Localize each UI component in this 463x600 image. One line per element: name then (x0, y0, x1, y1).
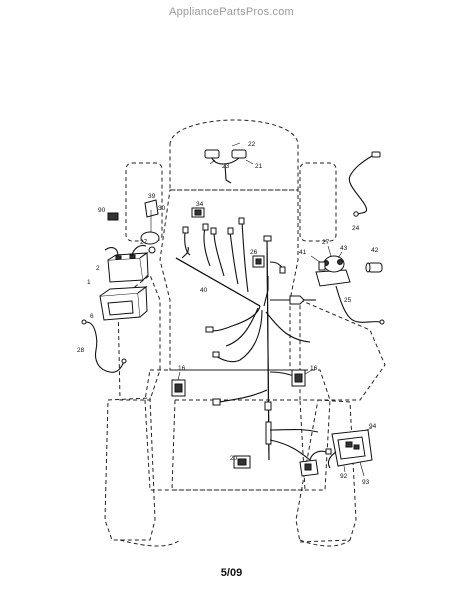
cable-25 (335, 285, 385, 325)
callout-42: 42 (371, 247, 379, 254)
main-harness (175, 217, 311, 363)
solenoid-assembly (310, 245, 351, 287)
switch-16-left (171, 371, 186, 397)
callout-25: 25 (344, 297, 352, 304)
callout-26: 26 (250, 249, 258, 256)
headlight-harness (204, 142, 254, 184)
wire-24 (348, 151, 381, 217)
callout-21: 21 (255, 163, 263, 170)
switch-16-right (291, 369, 313, 387)
callout-94: 94 (369, 423, 377, 430)
callout-1: 1 (87, 279, 91, 286)
callout-28: 28 (77, 347, 85, 354)
callout-39: 39 (148, 193, 156, 200)
callout-27a: 27 (140, 239, 148, 246)
callout-2: 2 (96, 265, 100, 272)
callout-90: 90 (98, 207, 106, 214)
part-42 (365, 262, 383, 273)
callout-30: 30 (158, 205, 166, 212)
battery (104, 244, 149, 283)
callout-20: 20 (230, 455, 238, 462)
tractor-outline (104, 119, 386, 547)
harness-trunk (212, 235, 319, 461)
module-94 (327, 427, 373, 477)
cable-28 (81, 319, 127, 373)
callout-16b: 16 (310, 365, 318, 372)
callout-41: 41 (299, 249, 307, 256)
ignition-parts (107, 199, 160, 254)
callout-40: 40 (200, 287, 208, 294)
callout-24: 24 (352, 225, 360, 232)
callout-93: 93 (362, 479, 370, 486)
switch-20 (233, 455, 251, 469)
callout-22: 22 (248, 141, 256, 148)
callout-16a: 16 (178, 365, 186, 372)
callout-27b: 27 (322, 239, 330, 246)
switch-34 (191, 207, 205, 218)
bottom-connectors (299, 448, 332, 477)
revision-date: 5/09 (220, 567, 243, 579)
callout-43: 43 (340, 245, 348, 252)
relay-26 (252, 255, 265, 268)
callout-6: 6 (90, 313, 94, 320)
watermark: AppliancePartsPros.com (169, 6, 294, 18)
callout-34: 34 (196, 201, 204, 208)
callout-23: 23 (222, 163, 230, 170)
callout-labels: 22 23 21 24 39 30 90 34 27 2 1 6 28 40 2… (77, 141, 379, 486)
callout-92: 92 (340, 473, 348, 480)
battery-tray (99, 286, 148, 321)
